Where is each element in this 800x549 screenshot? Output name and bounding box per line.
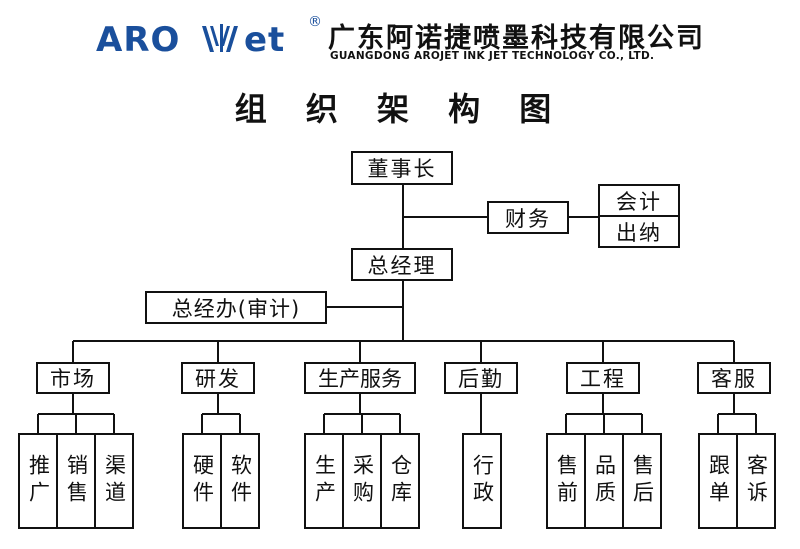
unit-label: 跟单: [706, 454, 731, 508]
chairman-label: 董事长: [367, 157, 437, 181]
unit-box: 销售: [56, 433, 96, 529]
accounting-label: 会计: [616, 189, 662, 214]
department-box: 客服: [697, 362, 771, 394]
department-box: 后勤: [444, 362, 518, 394]
department-box: 工程: [566, 362, 640, 394]
chairman-box: 董事长: [351, 151, 453, 185]
unit-box: 售前: [546, 433, 586, 529]
department-label: 研发: [195, 367, 241, 391]
unit-label: 品质: [592, 454, 617, 508]
unit-label: 售前: [554, 454, 579, 508]
arojet-wave-mark-icon: [202, 24, 238, 52]
unit-label: 行政: [470, 454, 495, 508]
unit-box: 品质: [584, 433, 624, 529]
unit-box: 售后: [622, 433, 662, 529]
page-title: 组 织 架 构 图: [234, 90, 566, 128]
registered-mark: ®: [308, 14, 322, 30]
unit-box: 渠道: [94, 433, 134, 529]
unit-label: 软件: [228, 454, 253, 508]
general-manager-box: 总经理: [351, 248, 453, 281]
department-box: 研发: [181, 362, 255, 394]
department-label: 生产服务: [318, 367, 402, 391]
company-name-en: GUANGDONG AROJET INK JET TECHNOLOGY CO.,…: [330, 50, 655, 62]
company-name-cn: 广东阿诺捷喷墨科技有限公司: [328, 23, 705, 54]
unit-label: 售后: [630, 454, 655, 508]
cashier-box: 出纳: [598, 215, 680, 248]
finance-label: 财务: [505, 206, 551, 231]
cashier-label: 出纳: [616, 220, 662, 245]
unit-label: 采购: [350, 454, 375, 508]
unit-box: 生产: [304, 433, 344, 529]
unit-box: 仓库: [380, 433, 420, 529]
gm-office-label: 总经办(审计): [171, 296, 301, 321]
logo-brand-left: ARO: [96, 20, 181, 60]
unit-label: 生产: [312, 454, 337, 508]
unit-label: 硬件: [190, 454, 215, 508]
department-label: 工程: [580, 367, 626, 391]
unit-label: 推广: [26, 454, 51, 508]
gm-office-box: 总经办(审计): [145, 291, 327, 324]
department-box: 生产服务: [304, 362, 416, 394]
unit-box: 行政: [462, 433, 502, 529]
unit-box: 软件: [220, 433, 260, 529]
unit-label: 客诉: [744, 454, 769, 508]
unit-label: 仓库: [388, 454, 413, 508]
unit-box: 客诉: [736, 433, 776, 529]
department-label: 后勤: [458, 367, 504, 391]
department-label: 市场: [50, 367, 96, 391]
unit-label: 销售: [64, 454, 89, 508]
general-manager-label: 总经理: [367, 253, 437, 278]
unit-box: 跟单: [698, 433, 738, 529]
unit-box: 硬件: [182, 433, 222, 529]
department-label: 客服: [711, 367, 757, 391]
department-box: 市场: [36, 362, 110, 394]
unit-box: 采购: [342, 433, 382, 529]
finance-box: 财务: [487, 201, 569, 234]
accounting-box: 会计: [598, 184, 680, 217]
logo-brand-right: et: [244, 20, 286, 60]
unit-box: 推广: [18, 433, 58, 529]
unit-label: 渠道: [102, 454, 127, 508]
